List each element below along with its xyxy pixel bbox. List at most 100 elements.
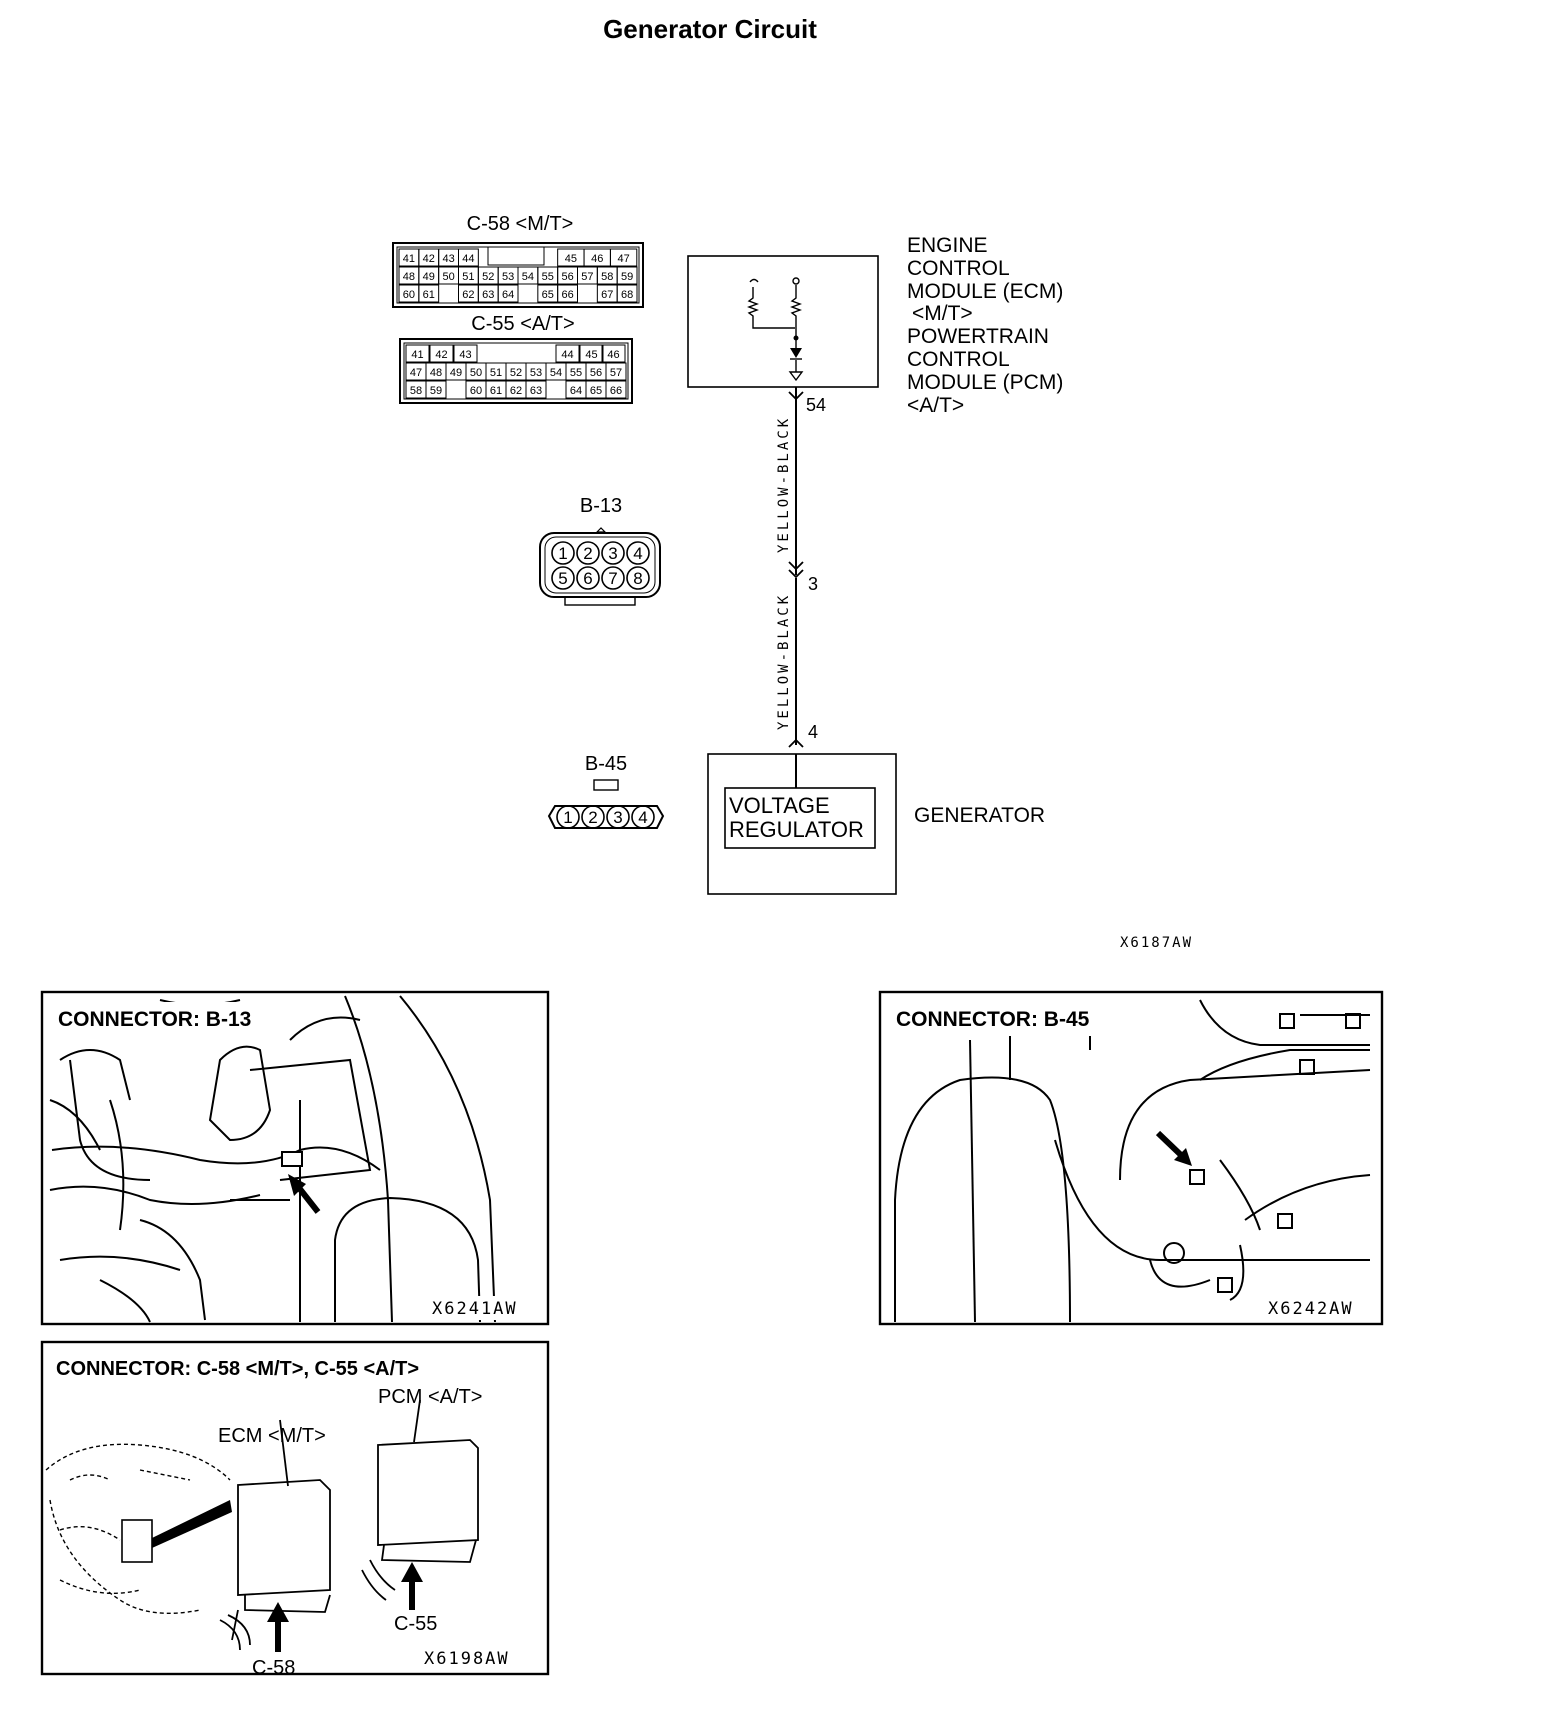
panel-b13-code: X6241AW xyxy=(432,1299,518,1319)
c58-pin-number: 50 xyxy=(442,271,454,283)
b13-pin-number: 4 xyxy=(633,544,642,563)
c55-pin-number: 48 xyxy=(430,367,442,379)
c58-pin-number: 60 xyxy=(403,289,415,301)
c55-pin-cell xyxy=(555,344,580,363)
b45-pin xyxy=(581,805,605,829)
ecm-label-line-3: MODULE (ECM) xyxy=(907,280,1063,303)
c58-pin-number: 55 xyxy=(542,271,554,283)
ecm-label-line-7: MODULE (PCM) xyxy=(907,371,1063,394)
c58-pin-number: 65 xyxy=(542,289,554,301)
ecm-label-line-1: ENGINE xyxy=(907,234,988,257)
c58-pin-cell xyxy=(616,266,638,285)
c55-pin-cell xyxy=(525,380,547,399)
panel-connector-b13: CONNECTOR: B-13 X6241AW xyxy=(40,990,550,1326)
b45-pin-number: 3 xyxy=(613,808,622,827)
panel-c58-code: X6198AW xyxy=(424,1649,510,1669)
panel-b13-title: CONNECTOR: B-13 xyxy=(58,1008,251,1031)
regulator-label-line-2: REGULATOR xyxy=(729,817,864,842)
b13-pin-number: 7 xyxy=(608,569,617,588)
c58-pin-number: 67 xyxy=(601,289,613,301)
b13-pin-number: 6 xyxy=(583,569,592,588)
ecm-label-line-6: CONTROL xyxy=(907,348,1010,371)
b13-pin-number: 8 xyxy=(633,569,642,588)
b13-pin xyxy=(601,566,625,590)
c55-pin-number: 49 xyxy=(450,367,462,379)
connector-b45-label: B-45 xyxy=(585,753,627,775)
c55-pin-number: 58 xyxy=(410,385,422,397)
connector-c55-label: C-55 <A/T> xyxy=(471,313,574,335)
ecm-label: ENGINE CONTROL MODULE (ECM) <M/T> POWERT… xyxy=(907,234,1063,417)
c55-pin-number: 64 xyxy=(570,385,582,397)
ecm-label: ECM <M/T> xyxy=(218,1425,326,1447)
b13-pin-number: 2 xyxy=(583,544,592,563)
c58-pin-number: 61 xyxy=(423,289,435,301)
c55-pin-cell xyxy=(601,344,626,363)
connector-b45-arrow xyxy=(1155,1130,1192,1166)
pcm-label: PCM <A/T> xyxy=(378,1386,482,1408)
c58-pin-cell xyxy=(418,284,440,303)
b45-pin xyxy=(556,805,580,829)
c55-pin-number: 41 xyxy=(411,349,423,361)
generator-label: GENERATOR xyxy=(914,804,1045,827)
c55-pin-number: 62 xyxy=(510,385,522,397)
c55-label: C-55 xyxy=(394,1613,437,1635)
c55-pin-cell xyxy=(425,380,447,399)
c58-pin-number: 68 xyxy=(621,289,633,301)
ecm-label-line-5: POWERTRAIN xyxy=(907,325,1049,348)
c58-pin-number: 49 xyxy=(423,271,435,283)
c58-pin-number: 45 xyxy=(565,253,577,265)
b13-pin xyxy=(576,566,600,590)
engine-bay-illustration-b13 xyxy=(49,995,496,1323)
c55-pin-cell xyxy=(405,344,430,363)
panel-connector-c58-c55: CONNECTOR: C-58 <M/T>, C-55 <A/T> PCM <A… xyxy=(40,1340,550,1679)
c55-pin-number: 45 xyxy=(585,349,597,361)
c55-arrow xyxy=(401,1562,423,1610)
c58-pin-number: 59 xyxy=(621,271,633,283)
ecm-label-line-4: <M/T> xyxy=(912,302,973,325)
c55-pin-cell xyxy=(429,344,454,363)
b45-pin xyxy=(631,805,655,829)
c55-pin-number: 61 xyxy=(490,385,502,397)
c55-pin-cell xyxy=(579,344,604,363)
c58-pin-number: 44 xyxy=(462,253,474,265)
b13-pin xyxy=(551,541,575,565)
c58-pin-number: 47 xyxy=(617,253,629,265)
c55-pin-cell xyxy=(453,344,478,363)
c55-pin-number: 51 xyxy=(490,367,502,379)
wire-yellow-black xyxy=(788,387,804,748)
c55-pin-number: 46 xyxy=(607,349,619,361)
c55-pin-number: 43 xyxy=(459,349,471,361)
connector-b13-arrow xyxy=(281,1151,321,1214)
panel-b45-code: X6242AW xyxy=(1268,1299,1354,1319)
figure-code: X6187AW xyxy=(1120,935,1193,951)
c58-pin-cell xyxy=(557,284,579,303)
engine-bay-illustration-b45 xyxy=(894,999,1371,1323)
connector-b13-label: B-13 xyxy=(580,495,622,517)
b13-pin xyxy=(551,566,575,590)
panel-c58-title: CONNECTOR: C-58 <M/T>, C-55 <A/T> xyxy=(56,1358,419,1380)
b45-pin-number: 4 xyxy=(638,808,647,827)
generator-box: VOLTAGE REGULATOR xyxy=(707,753,897,895)
c55-pin-number: 42 xyxy=(435,349,447,361)
b13-pin-number: 5 xyxy=(558,569,567,588)
c55-pin-number: 50 xyxy=(470,367,482,379)
c58-pin-cell xyxy=(609,248,638,267)
c58-pin-cell xyxy=(497,284,519,303)
c58-pin-number: 43 xyxy=(442,253,454,265)
c58-pin-number: 52 xyxy=(482,271,494,283)
c55-pin-number: 65 xyxy=(590,385,602,397)
b13-pin xyxy=(626,541,650,565)
pin-4-label: 4 xyxy=(808,722,818,742)
b45-pin-number: 2 xyxy=(588,808,597,827)
c58-pin-number: 57 xyxy=(581,271,593,283)
b45-pin-number: 1 xyxy=(563,808,572,827)
